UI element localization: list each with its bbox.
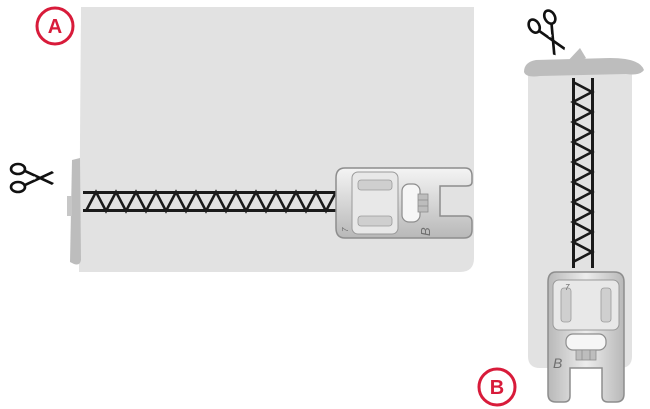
badge-b: B: [479, 369, 515, 405]
badge-a-label: A: [48, 16, 62, 38]
panel-a: B 7 A: [11, 7, 474, 272]
presser-foot-icon: B 7: [548, 272, 624, 402]
badge-b-label: B: [490, 377, 504, 399]
badge-a: A: [37, 8, 73, 44]
scissors-icon: [11, 164, 54, 192]
foot-letter-a: B: [418, 227, 433, 236]
fold-b: [524, 58, 644, 77]
foot-letter-b: B: [553, 355, 562, 371]
foot-number-a: 7: [341, 227, 350, 232]
scissors-icon: [526, 9, 572, 60]
foot-number-b: 7: [565, 283, 570, 292]
panel-b: B 7 B: [479, 9, 644, 405]
